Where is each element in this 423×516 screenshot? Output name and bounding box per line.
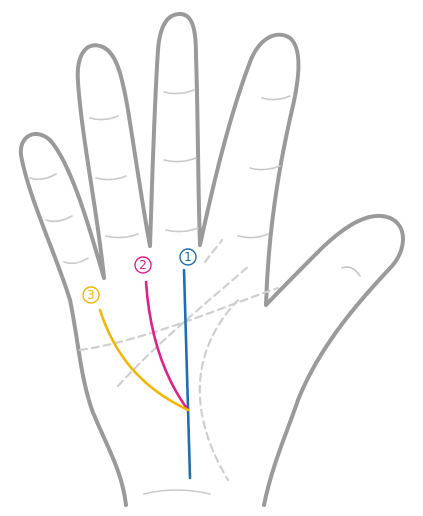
marker-1: 1 [179, 248, 197, 266]
line-2 [144, 280, 190, 412]
life-line-dashed [198, 298, 240, 482]
head-line-dashed [116, 263, 252, 388]
line-3 [98, 308, 190, 412]
palm-lines-dashed [78, 238, 280, 482]
hand-outline [18, 12, 405, 507]
finger-gap-line-dashed [203, 238, 224, 264]
heart-line-dashed [78, 286, 280, 352]
marker-2-label: 2 [139, 258, 147, 272]
line-1 [182, 268, 192, 480]
marker-3-label: 3 [87, 288, 95, 302]
marker-1-label: 1 [184, 250, 192, 264]
marker-3: 3 [82, 286, 100, 304]
marker-2: 2 [134, 256, 152, 274]
finger-creases [29, 89, 361, 495]
